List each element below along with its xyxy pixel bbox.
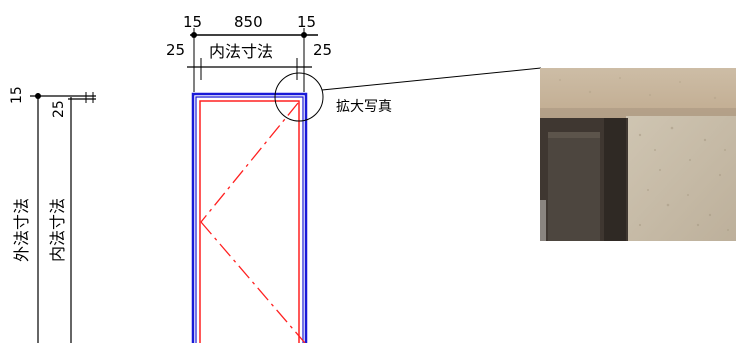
top-dimension-group: 15 850 15 25 25 内法寸法 [166,13,332,92]
callout-leader-line [321,67,542,91]
left-second-offset-label: 25 [51,100,67,118]
door-swing-line-lower [200,221,306,343]
photo-wall [626,116,736,241]
top-left-side-offset-label: 25 [166,41,185,59]
door-frame-group [191,92,308,343]
photo-light-strip [540,200,546,241]
left-inner-dimension-label: 内法寸法 [48,198,67,262]
left-dimension-group: 15 25 外法寸法 内法寸法 [9,86,96,343]
left-top-offset-label: 15 [9,86,25,104]
photo-wall-texture [638,126,729,231]
photo-door-panel-top [548,132,600,138]
top-left-offset-label: 15 [183,13,202,31]
left-outer-dimension-label: 外法寸法 [12,198,31,262]
enlarged-photo [540,68,736,241]
photo-door-jamb [604,118,626,241]
photo-door-panel [548,132,600,241]
door-swing-line-upper [200,102,299,223]
frame-inner-red [199,100,300,343]
top-right-offset-label: 15 [297,13,316,31]
callout-circle [274,72,324,122]
left-dimension-dot [35,93,41,99]
frame-outer-blue-inner [195,96,304,343]
callout-group: 拡大写真 [274,67,542,122]
callout-label: 拡大写真 [336,99,392,115]
top-right-side-offset-label: 25 [313,41,332,59]
top-inner-dimension-label: 内法寸法 [209,42,273,61]
frame-outer-blue [191,92,308,343]
photo-ceiling-texture [559,77,717,100]
top-width-label: 850 [234,13,263,31]
